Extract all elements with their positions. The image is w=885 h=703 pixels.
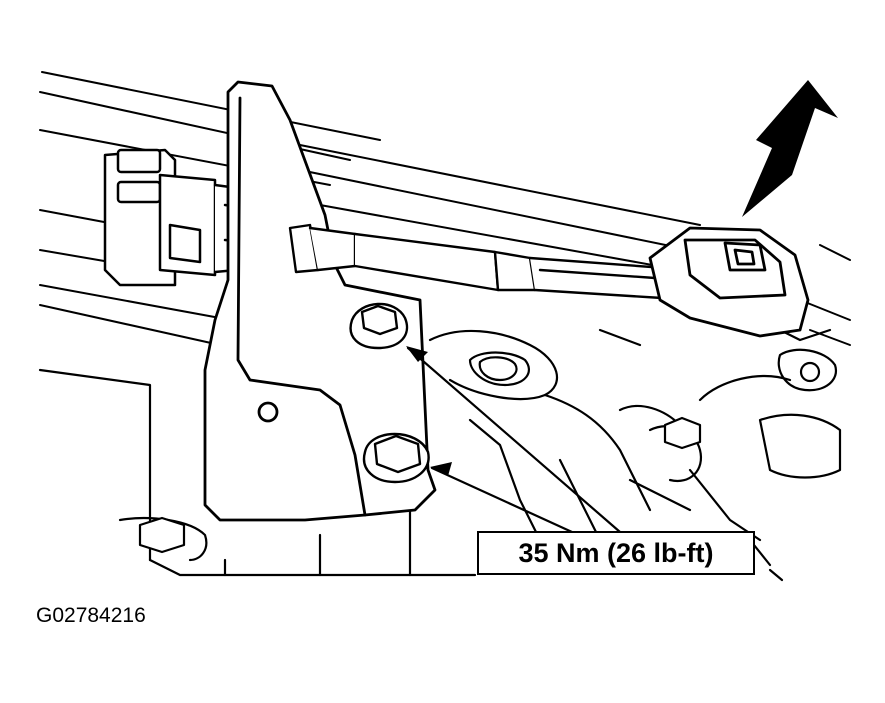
bracket-bolt bbox=[349, 302, 409, 350]
housing-bolt bbox=[663, 416, 702, 450]
callout-arrow bbox=[742, 80, 838, 217]
mounting-bracket bbox=[203, 80, 437, 522]
leader-arrowheads bbox=[406, 346, 452, 476]
torque-specification-label: 35 Nm (26 lb-ft) bbox=[477, 531, 755, 575]
leader-lines bbox=[406, 346, 622, 534]
cable-connector bbox=[648, 226, 810, 338]
figure-id: G02784216 bbox=[36, 604, 146, 627]
bracket-bolt bbox=[362, 432, 430, 484]
housing-bolt bbox=[138, 516, 186, 554]
sensor-cable bbox=[288, 223, 667, 300]
